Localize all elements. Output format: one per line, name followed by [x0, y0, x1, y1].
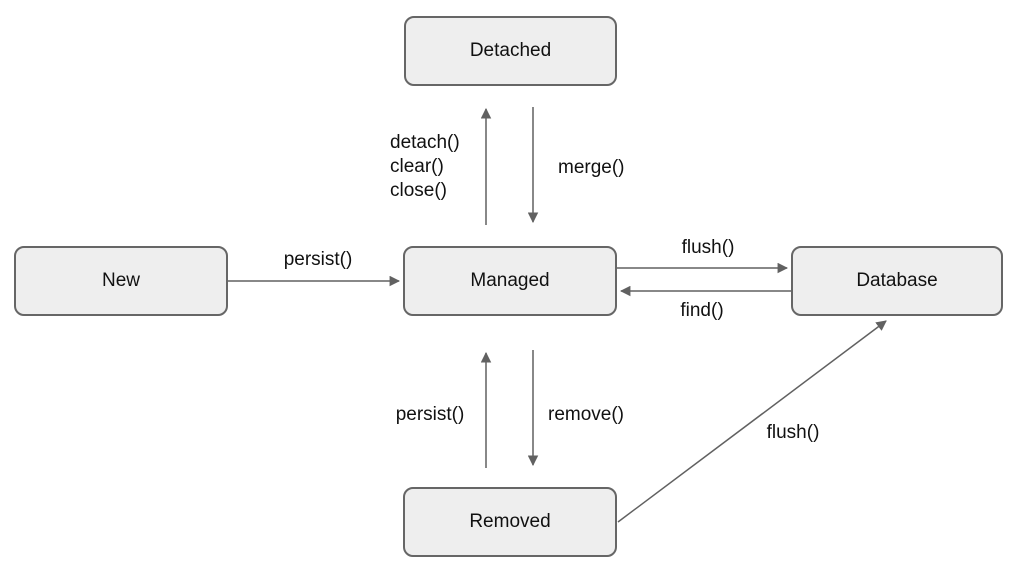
edge-label-persist-removed: persist()	[395, 404, 465, 425]
node-managed: Managed	[403, 246, 617, 316]
node-removed: Removed	[403, 487, 617, 557]
edge-flush-removed-to-database	[617, 320, 887, 523]
edge-label-detach-clear-close: detach() clear() close()	[390, 132, 460, 201]
edge-label-merge: merge()	[558, 157, 625, 178]
node-database-label: Database	[856, 270, 938, 291]
edge-label-flush-top: flush()	[681, 237, 735, 258]
node-detached-label: Detached	[469, 40, 552, 61]
node-new: New	[14, 246, 228, 316]
edge-label-flush-diagonal: flush()	[766, 422, 820, 443]
node-detached: Detached	[404, 16, 617, 86]
node-removed-label: Removed	[469, 511, 551, 532]
edge-label-remove: remove()	[547, 404, 625, 425]
node-new-label: New	[101, 270, 140, 291]
node-managed-label: Managed	[470, 270, 550, 291]
node-database: Database	[791, 246, 1003, 316]
edge-label-find: find()	[680, 300, 724, 321]
edge-label-persist-new: persist()	[283, 249, 353, 270]
